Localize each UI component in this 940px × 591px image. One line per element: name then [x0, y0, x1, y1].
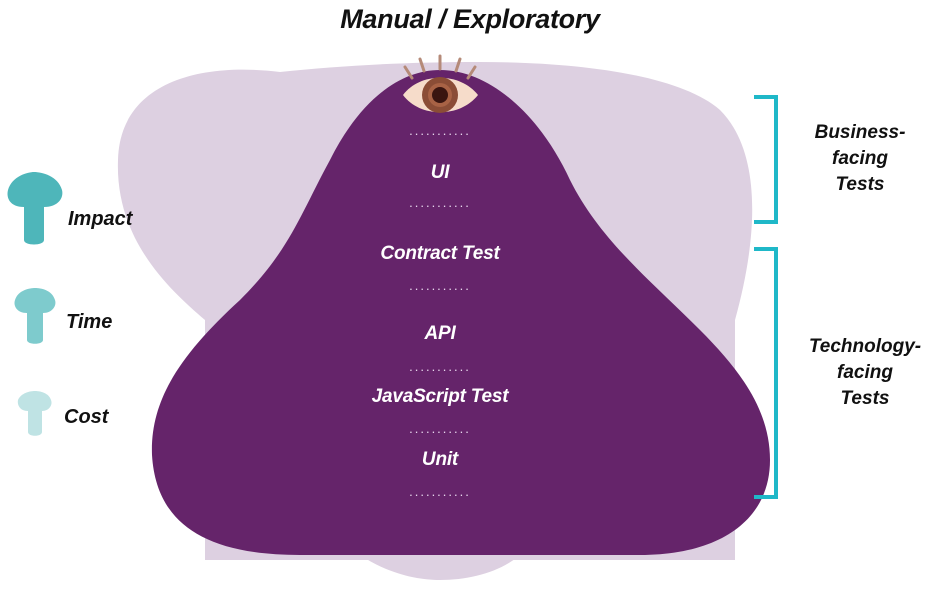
impact-arrow-icon: [7, 172, 63, 245]
time-arrow-icon: [14, 288, 56, 344]
eye-lash-4: [454, 57, 462, 73]
diagram-title: Manual / Exploratory: [340, 4, 600, 34]
eye-icon: [403, 54, 478, 113]
layer-separator: ...........: [409, 278, 471, 293]
layer-separator: ...........: [409, 421, 471, 436]
cost-arrow-icon: [17, 391, 52, 436]
inner-blob: [151, 70, 770, 555]
legend-time-label: Time: [66, 311, 113, 333]
layer-unit-label: Unit: [421, 449, 459, 470]
business-bracket: [754, 95, 778, 224]
eye-pupil: [432, 87, 448, 103]
business-facing-line-1: Business-: [814, 122, 906, 143]
technology-facing-line-3: Tests: [840, 388, 890, 409]
layer-contract-label: Contract Test: [380, 243, 500, 264]
layer-separator: ...........: [409, 484, 471, 499]
business-facing-line-2: facing: [832, 148, 888, 169]
layer-javascript-label: JavaScript Test: [371, 386, 509, 407]
layer-ui-label: UI: [430, 162, 450, 183]
outer-blob-bottom: [360, 555, 520, 580]
business-facing-line-3: Tests: [835, 174, 885, 195]
business-facing-label: Business- facing Tests: [790, 120, 930, 198]
technology-facing-label: Technology- facing Tests: [793, 334, 937, 412]
technology-bracket: [754, 247, 778, 499]
technology-facing-line-2: facing: [837, 362, 893, 383]
legend-impact-label: Impact: [68, 208, 133, 230]
legend-cost-label: Cost: [64, 406, 109, 428]
eye-lash-2: [418, 57, 426, 73]
technology-facing-line-1: Technology-: [808, 336, 922, 357]
layer-separator: ...........: [409, 359, 471, 374]
layer-separator: ...........: [409, 195, 471, 210]
eye-lash-1: [403, 65, 414, 80]
layer-api-label: API: [424, 323, 456, 344]
layer-separator: ...........: [409, 123, 471, 138]
eye-lash-5: [466, 65, 477, 80]
